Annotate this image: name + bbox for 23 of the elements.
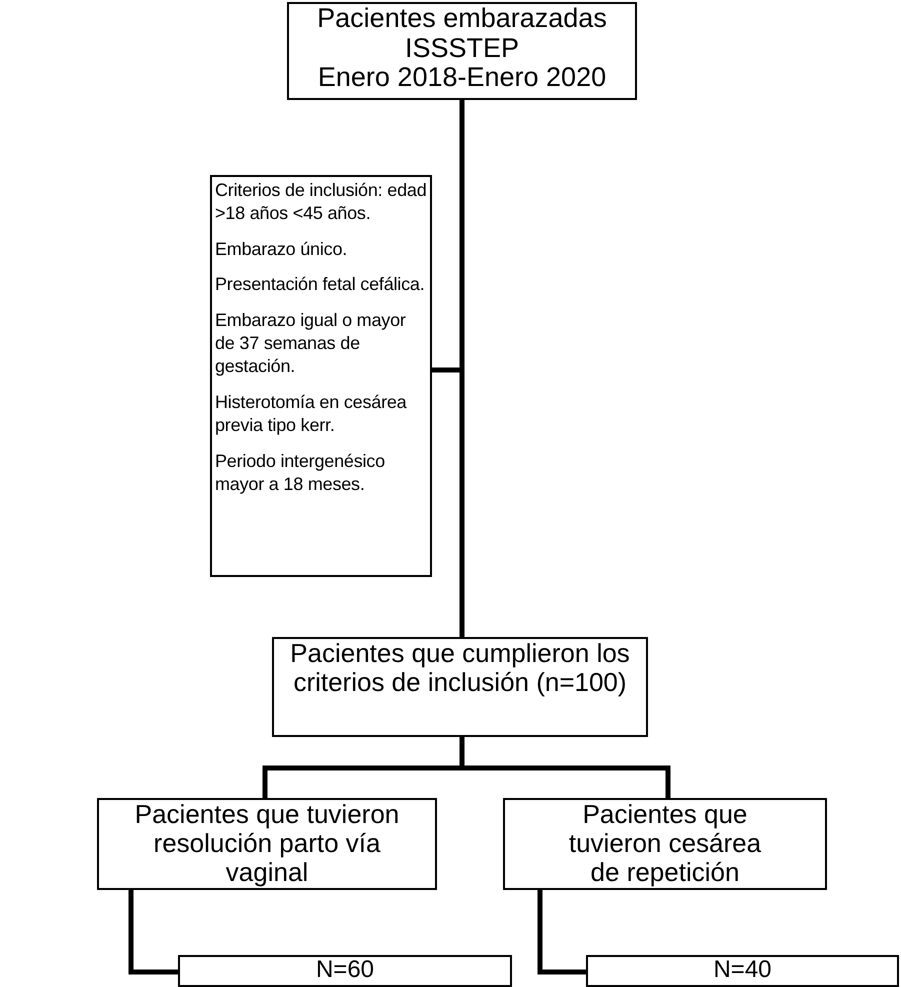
box-text: Histerotomía en cesárea previa tipo kerr. [215,390,408,438]
box-text: Pacientes que cumplieron los criterios de inclusión (n=100) [289,639,631,698]
box-text: Embarazo único. [215,238,348,261]
box-text: N=60 [316,957,374,984]
process-box [210,175,432,577]
box-text: N=40 [713,957,772,984]
box-text: Periodo intergenésico mayor a 18 meses. [215,450,386,496]
process-box [272,637,648,737]
connector-line [538,890,586,974]
process-box [178,955,512,987]
process-box [586,955,899,987]
box-text: Pacientes embarazadas [317,4,607,34]
box-text: Embarazo igual o mayor de 37 semanas de gestación. [215,308,407,378]
box-text: Presentación fetal cefálica. [215,273,425,296]
connector-line [128,890,178,974]
process-box [287,2,637,100]
box-text: ISSSTEP [404,34,520,64]
box-text: Pacientes que tuvieron cesárea de repetición [568,800,762,888]
box-text: Criterios de inclusión: edad >18 años <45 años. [215,179,427,226]
box-text: Enero 2018-Enero 2020 [318,63,606,94]
box-text: Pacientes que tuvieron resolución parto vía vaginal [134,800,400,888]
process-box [503,798,827,890]
process-box [97,798,437,890]
